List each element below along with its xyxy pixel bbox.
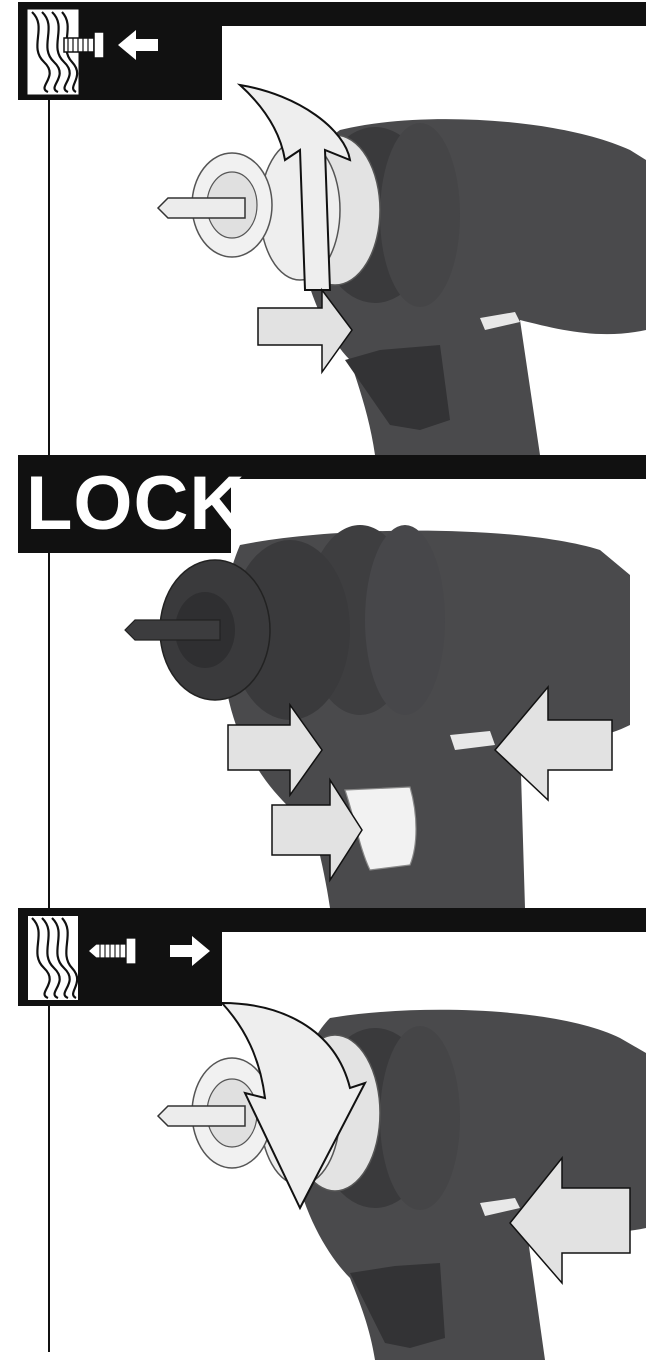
drill-illustration — [0, 0, 646, 455]
drill-illustration — [0, 455, 646, 908]
panel-tighten — [0, 0, 646, 455]
drill-illustration — [0, 908, 646, 1360]
panel-lock: LOCK — [0, 455, 646, 908]
panel-loosen — [0, 908, 646, 1360]
